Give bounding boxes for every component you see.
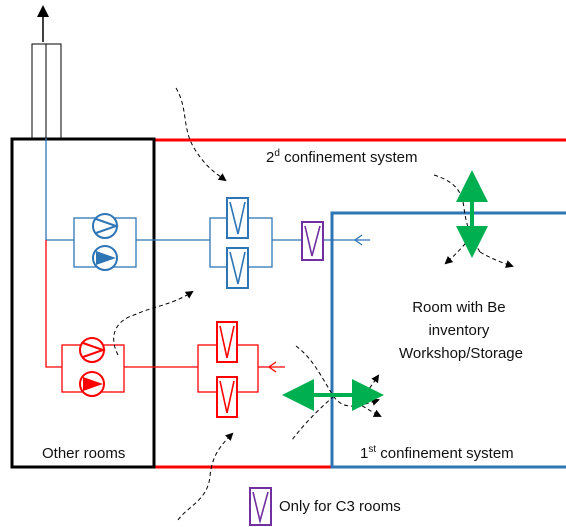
airflow-arrow-wall-side-c [355, 374, 380, 405]
legend-filter-icon [249, 487, 272, 526]
first-confinement-label: 1st confinement system [360, 444, 514, 462]
legend-c3-label: Only for C3 rooms [279, 498, 401, 515]
airflow-arrow-top [175, 87, 227, 182]
airflow-arrow-wall-top-b [444, 237, 471, 265]
airflow-arrow-wall-side-a [295, 345, 380, 407]
room-label: Room with Be inventory Workshop/Storage [399, 299, 523, 362]
airflow-arrow-wall-side-d [355, 401, 382, 417]
red-filter-icon [216, 321, 238, 363]
airflow-arrow-bottom [177, 432, 234, 521]
airflow-arrow-wall-top-c [479, 251, 514, 268]
first-confinement-room [330, 211, 566, 469]
blue-filter-icon [226, 247, 249, 289]
exhaust-stack [31, 5, 62, 139]
red-pump-icon [79, 337, 105, 363]
red-exhaust-duct [45, 240, 285, 393]
red-filter-icon [216, 376, 238, 418]
blue-pump-icon [92, 213, 118, 239]
red-pump-filled-icon [79, 371, 105, 397]
airflow-arrow-middle [113, 290, 194, 356]
other-rooms-label: Other rooms [42, 445, 125, 462]
second-confinement-label: 2d confinement system [266, 148, 417, 166]
blue-pump-filled-icon [92, 245, 118, 271]
blue-filter-icon [226, 197, 249, 239]
c3-filter-icon [301, 221, 324, 261]
other-rooms-box [10, 137, 156, 469]
legend-c3: Only for C3 rooms [249, 487, 401, 526]
airflow-arrow-wall-side-b [291, 395, 335, 441]
